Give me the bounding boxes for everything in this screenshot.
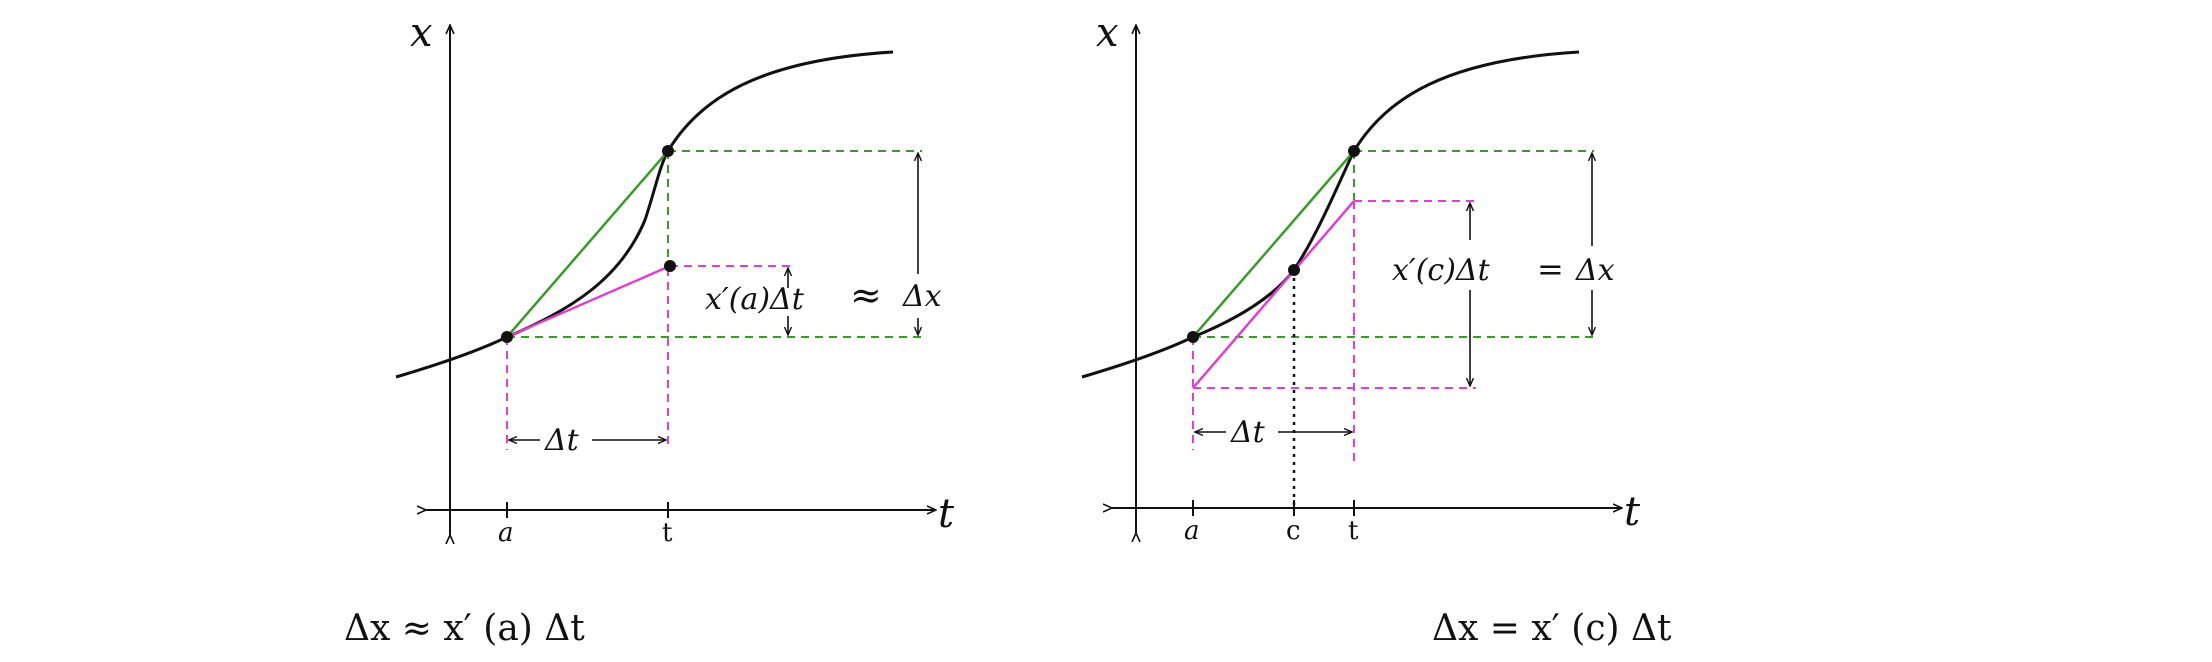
- left-y-axis-label: x: [410, 10, 433, 56]
- right-point-c: [1288, 264, 1300, 276]
- right-point-a: [1187, 331, 1199, 343]
- right-point-t: [1348, 145, 1360, 157]
- right-secant-line: [1192, 150, 1355, 338]
- right-caption: Δx = x′ (c) Δt: [1432, 608, 1672, 649]
- right-tick-t-label: t: [1348, 516, 1359, 546]
- right-tangent-line: [1192, 200, 1355, 389]
- left-point-t: [662, 145, 674, 157]
- right-panel: Δt x′(c)Δt = Δx x t a c t Δx = x′ (c) Δt: [1081, 10, 1672, 649]
- left-rise-label: x′(a)Δt: [705, 282, 805, 317]
- right-rise-label: x′(c)Δt: [1392, 253, 1491, 288]
- left-dt-label: Δt: [544, 423, 580, 458]
- right-eq-symbol: =: [1537, 250, 1564, 288]
- left-dx-label: Δx: [902, 279, 942, 314]
- right-x-axis-label: t: [1624, 489, 1641, 535]
- left-approx-symbol: ≈: [850, 273, 882, 317]
- left-x-axis-label: t: [938, 491, 955, 537]
- left-tangent-line: [506, 264, 671, 339]
- right-tick-c-label: c: [1286, 516, 1301, 546]
- left-caption: Δx ≈ x′ (a) Δt: [344, 608, 585, 649]
- left-point-tangent-end: [664, 260, 676, 272]
- right-curve: [1081, 50, 1580, 379]
- right-tick-a-label: a: [1184, 516, 1200, 546]
- left-panel: Δt x′(a)Δt ≈ Δx x t a t Δx ≈ x′ (a) Δt: [344, 10, 955, 649]
- left-tick-t-label: t: [662, 518, 673, 548]
- left-point-a: [501, 331, 513, 343]
- right-dx-label: Δx: [1575, 253, 1615, 288]
- left-tick-a-label: a: [498, 518, 514, 548]
- right-dt-label: Δt: [1230, 415, 1266, 450]
- left-curve: [395, 50, 894, 379]
- right-y-axis-label: x: [1096, 10, 1119, 56]
- left-secant-line: [506, 150, 669, 338]
